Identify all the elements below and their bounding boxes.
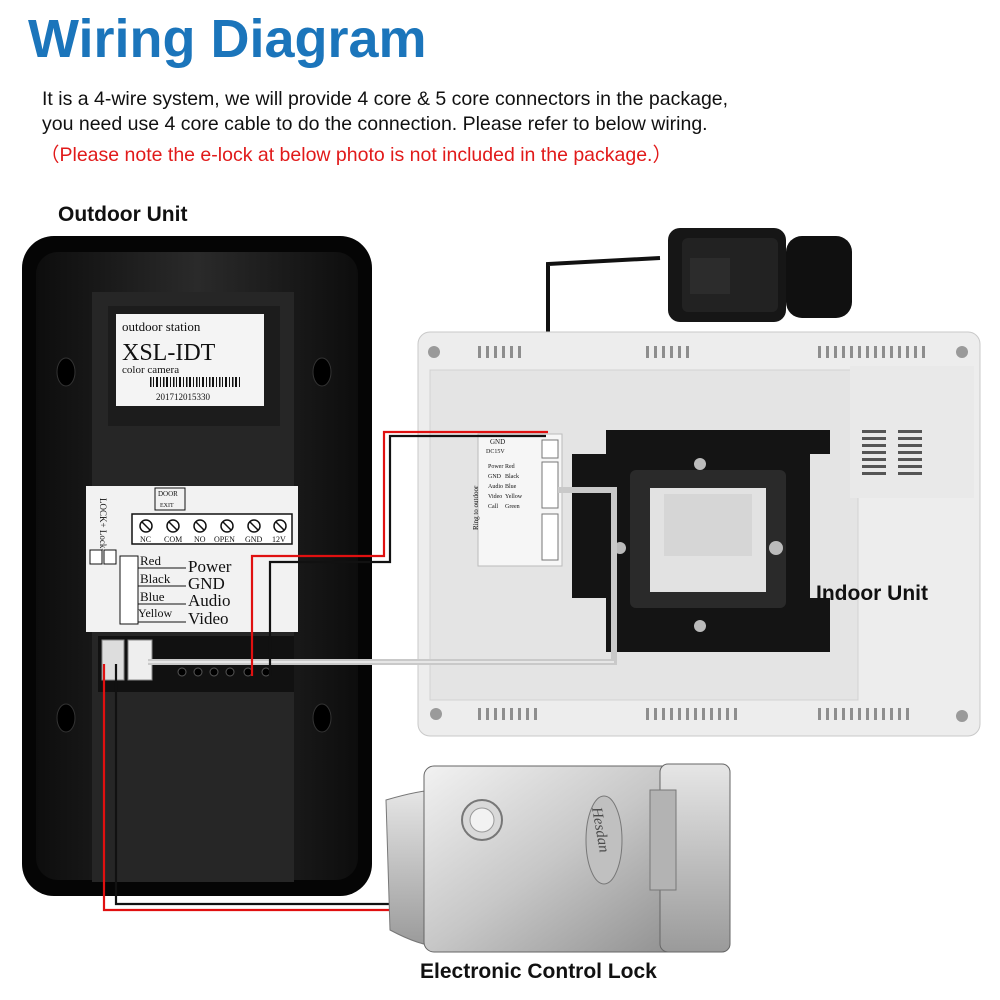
indoor-dc-text: DC15V bbox=[486, 449, 505, 455]
indoor-row-black: Black bbox=[505, 474, 519, 480]
screw-label-gnd: GND bbox=[245, 535, 263, 544]
screw-label-com: COM bbox=[164, 535, 182, 544]
screw-label-12v: 12V bbox=[272, 535, 286, 544]
indoor-row-green: Green bbox=[505, 504, 520, 510]
indoor-row-call: Call bbox=[488, 504, 498, 510]
wire-color-blue: Blue bbox=[140, 589, 165, 604]
camera-text: color camera bbox=[122, 364, 179, 376]
wire-color-yellow: Yellow bbox=[138, 606, 172, 620]
outdoor-unit-caption: Outdoor Unit bbox=[58, 203, 188, 226]
indoor-gnd-text: GND bbox=[490, 438, 505, 446]
indoor-row-gnd: GND bbox=[488, 474, 502, 480]
indoor-bottom-vents bbox=[478, 708, 909, 720]
outdoor-unit: outdoor station XSL-IDT color camera 201… bbox=[22, 236, 372, 896]
model-text: XSL-IDT bbox=[122, 340, 216, 366]
screw-label-no: NO bbox=[194, 535, 206, 544]
barcode bbox=[150, 377, 240, 387]
lock-side-text: LOCK+ Lock- bbox=[98, 498, 108, 551]
electronic-lock: Hesdan bbox=[385, 763, 731, 953]
indoor-row-audio: Audio bbox=[488, 484, 503, 490]
screw-label-nc: NC bbox=[140, 535, 151, 544]
ring-to-outdoor-text: Ring to outdoor bbox=[472, 485, 480, 530]
wall-mount-bracket bbox=[572, 430, 830, 652]
wire-signal-audio: Audio bbox=[188, 591, 231, 610]
svg-text:DOOR: DOOR bbox=[158, 490, 178, 498]
terminal-screws bbox=[139, 519, 287, 533]
intro-line-2: you need use 4 core cable to do the conn… bbox=[42, 113, 708, 135]
indoor-row-video: Video bbox=[488, 494, 502, 500]
wire-signal-power: Power bbox=[188, 557, 232, 576]
indoor-row-blue: Blue bbox=[505, 484, 517, 490]
wire-color-red: Red bbox=[140, 553, 161, 568]
page-title: Wiring Diagram bbox=[28, 9, 427, 69]
indoor-row-power: Power bbox=[488, 464, 503, 470]
lock-note: （Please note the e-lock at below photo i… bbox=[40, 144, 672, 166]
power-adapter bbox=[546, 228, 852, 430]
svg-text:EXIT: EXIT bbox=[160, 503, 174, 509]
indoor-unit: GND DC15V Ring to outdoor Power Red GND … bbox=[417, 331, 981, 737]
indoor-connector-panel: GND DC15V Ring to outdoor Power Red GND … bbox=[472, 433, 563, 567]
indoor-row-yellow: Yellow bbox=[505, 494, 523, 500]
serial-text: 201712015330 bbox=[156, 392, 211, 402]
screw-label-open: OPEN bbox=[214, 535, 235, 544]
speaker-grille bbox=[862, 430, 922, 475]
wire-signal-gnd: GND bbox=[188, 574, 225, 593]
door-exit-box: DOOR EXIT bbox=[154, 487, 186, 511]
lock-caption: Electronic Control Lock bbox=[420, 960, 657, 983]
station-text: outdoor station bbox=[122, 319, 201, 334]
intro-line-1: It is a 4-wire system, we will provide 4… bbox=[42, 88, 729, 110]
wire-color-black: Black bbox=[140, 571, 171, 586]
indoor-unit-caption: Indoor Unit bbox=[816, 582, 928, 605]
outdoor-station-label: outdoor station XSL-IDT color camera 201… bbox=[116, 314, 264, 406]
outdoor-terminal-label: LOCK+ Lock- DOOR EXIT NC COM NO OPEN GND bbox=[86, 486, 298, 632]
wire-signal-video: Video bbox=[188, 609, 229, 628]
wires bbox=[102, 430, 617, 912]
indoor-top-vents bbox=[478, 346, 925, 358]
indoor-row-red: Red bbox=[505, 464, 515, 470]
